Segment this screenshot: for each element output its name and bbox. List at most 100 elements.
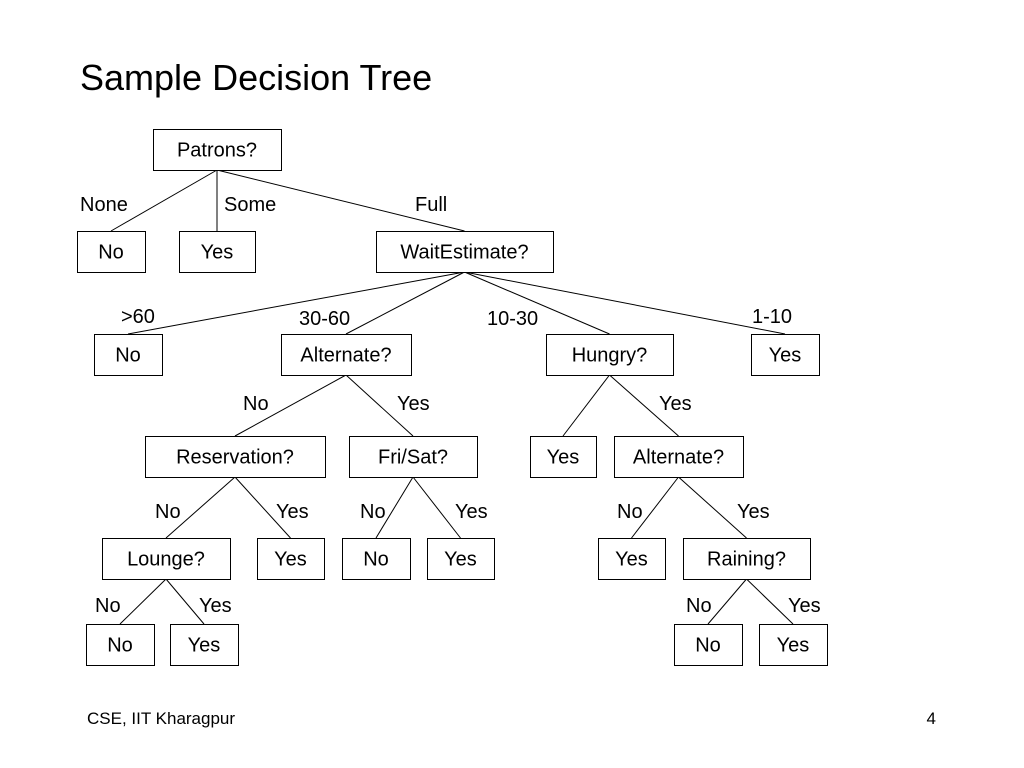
node-label-alternate-2-no-yes: Yes [615, 549, 648, 571]
node-label-lounge: Lounge? [127, 549, 205, 571]
node-label-hungry-no-yes: Yes [547, 447, 580, 469]
node-label-frisat: Fri/Sat? [378, 447, 448, 469]
edge-label-waitestimate-to-alternate-1: 30-60 [299, 308, 350, 330]
node-box-alternate-2-no-yes [598, 538, 666, 580]
node-hungry: Hungry? [546, 334, 674, 376]
node-label-alternate-2: Alternate? [633, 447, 724, 469]
node-box-frisat-no [342, 538, 411, 580]
node-waitestimate: WaitEstimate? [376, 231, 554, 273]
node-box-reservation-yes [257, 538, 325, 580]
node-lounge: Lounge? [102, 538, 231, 580]
node-box-1-10-yes [751, 334, 820, 376]
node-label-gt60-no: No [115, 345, 141, 367]
node-box-none-no [77, 231, 146, 273]
edge-label-lounge-to-lounge-no: No [95, 595, 121, 617]
edge-alternate-2-to-alternate-2-no-yes [631, 476, 679, 539]
node-hungry-no-yes: Yes [530, 436, 597, 478]
edge-label-lounge-to-lounge-yes: Yes [199, 595, 232, 617]
node-patrons: Patrons? [153, 129, 282, 171]
node-box-alternate-1 [281, 334, 412, 376]
node-box-reservation [145, 436, 326, 478]
node-label-1-10-yes: Yes [769, 345, 802, 367]
node-label-some-yes: Yes [201, 242, 234, 264]
node-none-no: No [77, 231, 146, 273]
node-frisat-no: No [342, 538, 411, 580]
node-lounge-no: No [86, 624, 155, 666]
node-label-raining: Raining? [707, 549, 786, 571]
node-gt60-no: No [94, 334, 163, 376]
edge-label-reservation-to-lounge: No [155, 501, 181, 523]
node-box-raining-yes [759, 624, 828, 666]
node-box-gt60-no [94, 334, 163, 376]
node-some-yes: Yes [179, 231, 256, 273]
node-raining-no: No [674, 624, 743, 666]
node-frisat: Fri/Sat? [349, 436, 478, 478]
node-label-none-no: No [98, 242, 124, 264]
edge-label-reservation-to-reservation-yes: Yes [276, 501, 309, 523]
edge-frisat-to-frisat-yes [412, 476, 461, 539]
node-1-10-yes: Yes [751, 334, 820, 376]
edge-alternate-2-to-raining [678, 476, 747, 539]
node-label-raining-yes: Yes [777, 635, 810, 657]
edge-label-patrons-to-some-yes: Some [224, 194, 276, 216]
footer-institution: CSE, IIT Kharagpur [87, 709, 236, 728]
node-raining-yes: Yes [759, 624, 828, 666]
node-alternate-2: Alternate? [614, 436, 744, 478]
node-label-frisat-no: No [363, 549, 389, 571]
edge-label-frisat-to-frisat-no: No [360, 501, 386, 523]
node-alternate-1: Alternate? [281, 334, 412, 376]
edge-waitestimate-to-1-10-yes [464, 271, 786, 335]
node-label-waitestimate: WaitEstimate? [400, 242, 528, 264]
edge-label-alternate-2-to-alternate-2-no-yes: No [617, 501, 643, 523]
edge-label-alternate-1-to-frisat: Yes [397, 393, 430, 415]
node-box-lounge [102, 538, 231, 580]
edge-label-waitestimate-to-hungry: 10-30 [487, 308, 538, 330]
edge-waitestimate-to-hungry [464, 271, 610, 335]
edge-label-patrons-to-waitestimate: Full [415, 194, 447, 216]
edge-hungry-to-alternate-2 [609, 374, 679, 437]
edge-patrons-to-waitestimate [216, 169, 465, 232]
node-label-hungry: Hungry? [572, 345, 648, 367]
node-label-reservation-yes: Yes [274, 549, 307, 571]
node-box-waitestimate [376, 231, 554, 273]
node-label-raining-no: No [695, 635, 721, 657]
node-label-lounge-yes: Yes [188, 635, 221, 657]
edge-alternate-1-to-frisat [345, 374, 414, 437]
edge-label-hungry-to-alternate-2: Yes [659, 393, 692, 415]
edge-raining-to-raining-yes [746, 578, 794, 625]
node-raining: Raining? [683, 538, 811, 580]
edge-reservation-to-lounge [165, 476, 236, 539]
edge-raining-to-raining-no [707, 578, 747, 625]
node-box-patrons [153, 129, 282, 171]
node-box-frisat-yes [427, 538, 495, 580]
node-lounge-yes: Yes [170, 624, 239, 666]
node-label-reservation: Reservation? [176, 447, 294, 469]
edge-alternate-1-to-reservation [234, 374, 347, 437]
edge-reservation-to-reservation-yes [234, 476, 291, 539]
edge-label-patrons-to-none-no: None [80, 194, 128, 216]
node-box-lounge-yes [170, 624, 239, 666]
page-title: Sample Decision Tree [80, 57, 433, 98]
node-reservation: Reservation? [145, 436, 326, 478]
node-frisat-yes: Yes [427, 538, 495, 580]
edge-label-waitestimate-to-1-10-yes: 1-10 [752, 306, 792, 328]
edge-label-alternate-1-to-reservation: No [243, 393, 269, 415]
node-box-lounge-no [86, 624, 155, 666]
edge-label-alternate-2-to-raining: Yes [737, 501, 770, 523]
node-box-raining-no [674, 624, 743, 666]
node-box-hungry [546, 334, 674, 376]
edge-label-frisat-to-frisat-yes: Yes [455, 501, 488, 523]
edge-waitestimate-to-gt60-no [127, 271, 465, 335]
edge-label-raining-to-raining-yes: Yes [788, 595, 821, 617]
node-reservation-yes: Yes [257, 538, 325, 580]
node-label-frisat-yes: Yes [444, 549, 477, 571]
edge-waitestimate-to-alternate-1 [345, 271, 465, 335]
edge-patrons-to-none-no [110, 169, 218, 232]
edge-hungry-to-hungry-no-yes [562, 374, 610, 437]
node-box-raining [683, 538, 811, 580]
edge-lounge-to-lounge-yes [165, 578, 205, 625]
edge-frisat-to-frisat-no [375, 476, 414, 539]
node-label-lounge-no: No [107, 635, 133, 657]
